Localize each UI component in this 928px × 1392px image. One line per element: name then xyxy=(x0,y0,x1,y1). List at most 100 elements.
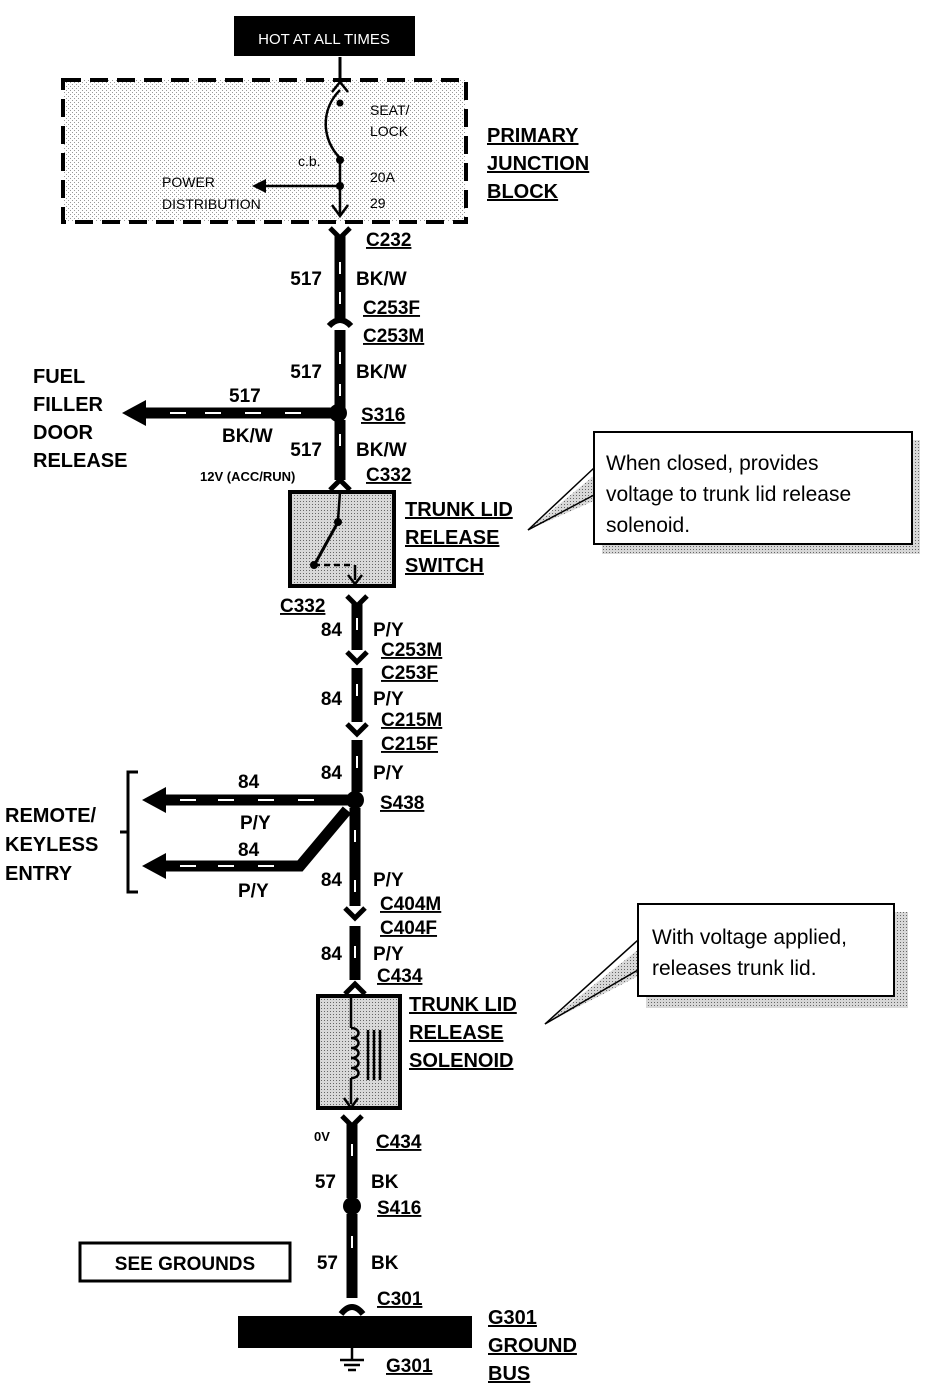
junction-block-name-1: PRIMARY xyxy=(487,125,579,147)
wire-number-84-3: 84 xyxy=(321,763,343,784)
remote-bracket xyxy=(126,770,138,894)
wire-number-84: 84 xyxy=(321,620,343,641)
remote-keyless-branches xyxy=(120,770,355,894)
primary-junction-block: SEAT/ LOCK c.b. 20A 29 POWER DISTRIBUTIO… xyxy=(61,57,468,224)
trunk-lid-release-switch xyxy=(288,490,396,588)
ground-bus-label-2: GROUND xyxy=(488,1335,577,1357)
connector-c215m: C215M xyxy=(381,710,442,731)
splice-s438-label: S438 xyxy=(380,793,424,814)
wire-number-517-branch: 517 xyxy=(229,386,261,407)
wire-color-py-branch2: P/Y xyxy=(238,881,269,902)
wire-number-84-branch2: 84 xyxy=(238,840,260,861)
wire-color-py-5: P/Y xyxy=(373,944,404,965)
switch-callout: When closed, provides voltage to trunk l… xyxy=(527,431,920,554)
solenoid-callout: With voltage applied, releases trunk lid… xyxy=(544,903,908,1025)
wire-number-84-5: 84 xyxy=(321,944,343,965)
solenoid-coil-icon xyxy=(350,1026,360,1080)
fuel-filler-label-1: FUEL xyxy=(33,366,85,388)
wire-color-py-branch1: P/Y xyxy=(240,813,271,834)
junction-block-name-2: JUNCTION xyxy=(487,153,589,175)
ground-bus-label-3: BUS xyxy=(488,1363,530,1385)
splice-s316-label: S316 xyxy=(361,405,405,426)
remote-label-2: KEYLESS xyxy=(5,834,98,856)
wire-color-bkw: BK/W xyxy=(356,269,407,290)
seat-lock-label-2: LOCK xyxy=(370,123,409,139)
wire-517-upper xyxy=(326,226,354,329)
connector-c253f: C253F xyxy=(363,298,420,319)
wire-number-517: 517 xyxy=(290,269,322,290)
wire-color-bk: BK xyxy=(371,1172,399,1193)
solenoid-label-2: RELEASE xyxy=(409,1022,503,1044)
wire-color-py-4: P/Y xyxy=(373,870,404,891)
connector-c253m-mid: C253M xyxy=(381,640,442,661)
wire-color-bk-2: BK xyxy=(371,1253,399,1274)
wire-color-py-2: P/Y xyxy=(373,689,404,710)
fuel-filler-label-3: DOOR xyxy=(33,422,94,444)
switch-label-1: TRUNK LID xyxy=(405,499,513,521)
switch-label-3: SWITCH xyxy=(405,555,484,577)
wire-color-bkw-branch: BK/W xyxy=(222,426,273,447)
power-label: POWER xyxy=(162,174,215,190)
wire-color-py-3: P/Y xyxy=(373,763,404,784)
wire-57-ground xyxy=(338,1114,366,1316)
wire-number-57-2: 57 xyxy=(317,1253,338,1274)
fuel-filler-label-2: FILLER xyxy=(33,394,104,416)
seat-lock-label: SEAT/ xyxy=(370,102,410,118)
splice-s416-label: S416 xyxy=(377,1198,421,1219)
ground-g301-label: G301 xyxy=(386,1356,433,1377)
fuel-filler-label-4: RELEASE xyxy=(33,450,127,472)
amps-label: 20A xyxy=(370,169,396,185)
wire-number-57: 57 xyxy=(315,1172,336,1193)
circuit-breaker-icon xyxy=(324,89,341,159)
remote-label-1: REMOTE/ xyxy=(5,805,97,827)
connector-c332-bottom: C332 xyxy=(280,596,325,617)
connector-c404f: C404F xyxy=(380,918,437,939)
voltage-0v-label: 0V xyxy=(314,1129,330,1144)
solenoid-note-line-1: With voltage applied, xyxy=(652,926,847,949)
wire-color-bkw-2: BK/W xyxy=(356,362,407,383)
hot-at-all-times-label: HOT AT ALL TIMES xyxy=(234,16,415,56)
wire-number-84-branch1: 84 xyxy=(238,772,260,793)
connector-c404m: C404M xyxy=(380,894,441,915)
see-grounds-button[interactable]: SEE GROUNDS xyxy=(78,1241,292,1283)
cb-label: c.b. xyxy=(298,153,321,169)
connector-c253m: C253M xyxy=(363,326,424,347)
remote-label-3: ENTRY xyxy=(5,863,73,885)
splice-s416 xyxy=(343,1197,361,1215)
solenoid-note-line-2: releases trunk lid. xyxy=(652,957,817,980)
switch-note-line-1: When closed, provides xyxy=(606,452,818,475)
wire-number-84-4: 84 xyxy=(321,870,343,891)
wire-color-py: P/Y xyxy=(373,620,404,641)
switch-note-line-2: voltage to trunk lid release xyxy=(606,483,851,506)
wire-517-middle xyxy=(122,330,352,492)
switch-note-line-3: solenoid. xyxy=(606,514,690,537)
solenoid-label-1: TRUNK LID xyxy=(409,994,517,1016)
trunk-lid-release-solenoid xyxy=(316,994,402,1111)
wire-number-517-2: 517 xyxy=(290,362,322,383)
wire-number-84-2: 84 xyxy=(321,689,343,710)
switch-contact-icon xyxy=(314,521,340,563)
ground-icon xyxy=(340,1358,364,1372)
distribution-label: DISTRIBUTION xyxy=(162,196,261,212)
solenoid-label-3: SOLENOID xyxy=(409,1050,513,1072)
wire-number-517-3: 517 xyxy=(290,440,322,461)
see-grounds-label: SEE GROUNDS xyxy=(115,1254,255,1275)
connector-c434-top: C434 xyxy=(377,966,423,987)
ground-bus-label-1: G301 xyxy=(488,1307,537,1329)
wire-84-upper xyxy=(345,594,369,809)
connector-c434-bottom: C434 xyxy=(376,1132,422,1153)
junction-block-name-3: BLOCK xyxy=(487,181,559,203)
wire-84-lower xyxy=(343,808,367,996)
voltage-12v-label: 12V (ACC/RUN) xyxy=(200,469,295,484)
wire-color-bkw-3: BK/W xyxy=(356,440,407,461)
connector-c253f-mid: C253F xyxy=(381,663,438,684)
connector-c215f: C215F xyxy=(381,734,438,755)
fuse-number-label: 29 xyxy=(370,195,386,211)
connector-c332-top: C332 xyxy=(366,465,411,486)
hot-label-text: HOT AT ALL TIMES xyxy=(258,31,390,48)
connector-c232: C232 xyxy=(366,230,411,251)
connector-c301: C301 xyxy=(377,1289,423,1310)
ground-bus xyxy=(238,1316,472,1372)
switch-label-2: RELEASE xyxy=(405,527,499,549)
